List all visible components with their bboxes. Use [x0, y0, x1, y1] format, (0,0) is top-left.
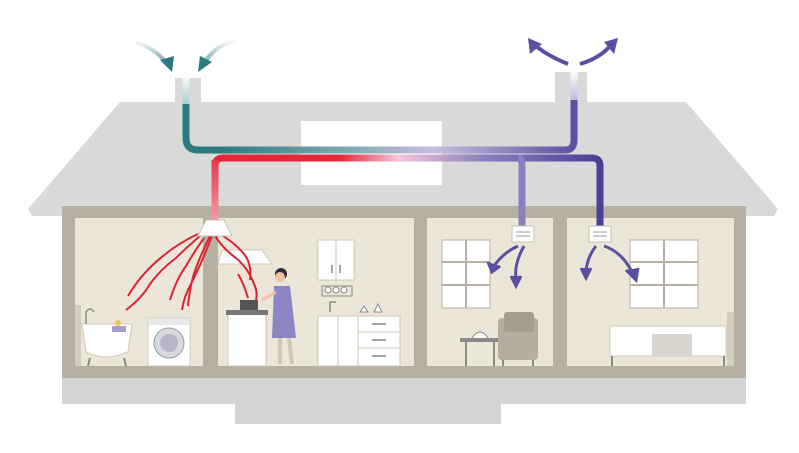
fresh-air-intake-arrows	[135, 38, 237, 64]
basement	[235, 404, 501, 424]
kitchen-lower-cabinets	[317, 301, 401, 367]
living-supply-branch	[517, 154, 526, 226]
kitchen-upper-cabinet	[317, 239, 355, 281]
wall-right-notch	[727, 312, 734, 366]
wall-left-notch	[75, 305, 81, 366]
intake-arrowhead-right	[198, 56, 212, 72]
armchair	[498, 312, 538, 366]
living-window	[441, 239, 491, 309]
steam-extract-lines	[125, 231, 258, 311]
wall-left	[62, 206, 75, 366]
washing-machine	[147, 317, 191, 367]
supply-vent-living	[511, 225, 535, 243]
bed	[609, 325, 727, 366]
supply-arrows-living	[486, 244, 526, 290]
supply-arrows-bedroom	[579, 244, 640, 284]
cooker	[226, 300, 268, 367]
floor	[62, 366, 746, 378]
bedroom-window	[629, 239, 699, 309]
intake-arrowhead-left	[160, 56, 174, 72]
bathtub	[81, 308, 133, 367]
return-duct	[182, 96, 578, 154]
foundation	[62, 378, 746, 404]
dish-rack	[321, 285, 353, 297]
stale-air-exhaust-arrows	[534, 44, 612, 66]
extract-point-kitchen	[197, 219, 233, 237]
side-table	[460, 331, 500, 366]
exhaust-arrowhead-left	[528, 38, 542, 54]
wall-right	[734, 206, 746, 366]
exhaust-arrowhead-right	[604, 38, 618, 54]
supply-vent-bedroom	[588, 225, 612, 243]
person-cooking	[261, 268, 296, 365]
